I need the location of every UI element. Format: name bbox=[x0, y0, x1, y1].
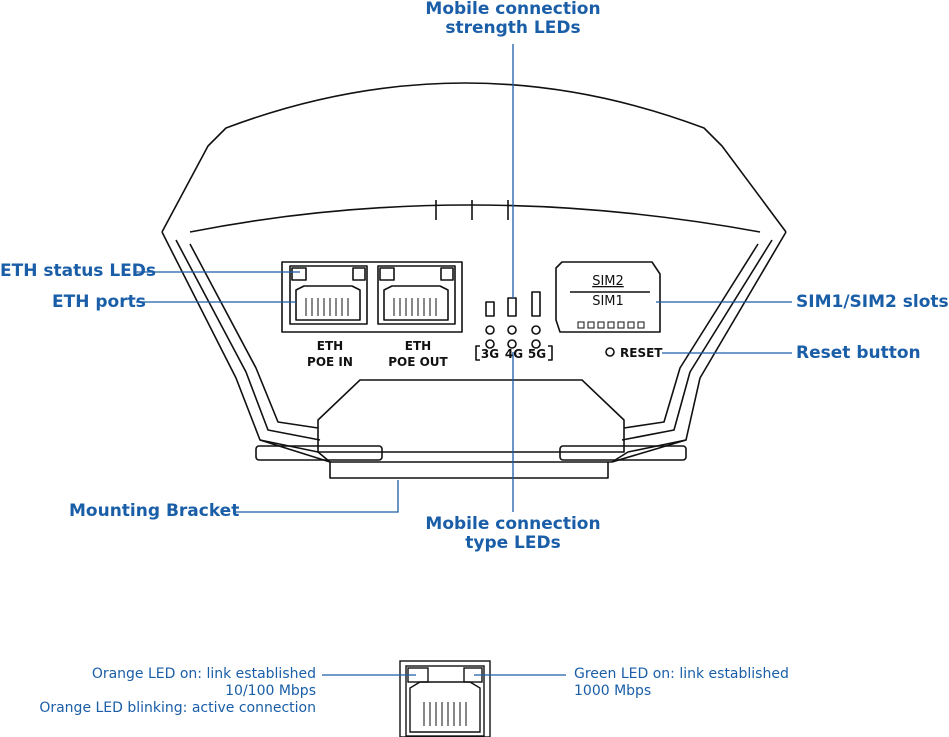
legend-orange-notes: Orange LED on: link established 10/100 M… bbox=[39, 666, 316, 716]
device-bottom bbox=[259, 439, 687, 463]
led-type-3g: 3G bbox=[481, 347, 499, 361]
eth-port-frame bbox=[281, 261, 463, 333]
port1-label-line1: ETH bbox=[317, 339, 343, 353]
led-type-4g: 4G bbox=[505, 347, 523, 361]
callout-mounting-bracket: Mounting Bracket bbox=[69, 501, 240, 521]
device-dome bbox=[161, 82, 787, 233]
sim1-label: SIM1 bbox=[592, 294, 624, 309]
mounting-bracket bbox=[329, 462, 609, 479]
callout-sim-slots: SIM1/SIM2 slots bbox=[796, 292, 949, 312]
callout-eth-ports: ETH ports bbox=[52, 292, 146, 312]
led-type-5g: 5G bbox=[528, 347, 546, 361]
port1-label-line2: POE IN bbox=[307, 355, 353, 369]
reset-label: RESET bbox=[620, 346, 663, 360]
callout-mobile-strength: Mobile connection strength LEDs bbox=[425, 0, 601, 38]
legend-green-notes: Green LED on: link established 1000 Mbps bbox=[574, 666, 789, 699]
port2-label-line2: POE OUT bbox=[388, 355, 448, 369]
reset-hole bbox=[605, 347, 615, 357]
callout-eth-status-leds: ETH status LEDs bbox=[0, 261, 157, 281]
sim2-label: SIM2 bbox=[592, 274, 624, 289]
leader-mounting-bracket bbox=[234, 480, 399, 513]
callout-reset-button: Reset button bbox=[796, 343, 921, 363]
device-dome-inner bbox=[189, 204, 761, 233]
legend-port bbox=[399, 660, 491, 737]
port2-label-line1: ETH bbox=[405, 339, 431, 353]
sim-tray bbox=[555, 261, 661, 333]
callout-mobile-type: Mobile connection type LEDs bbox=[425, 514, 601, 553]
